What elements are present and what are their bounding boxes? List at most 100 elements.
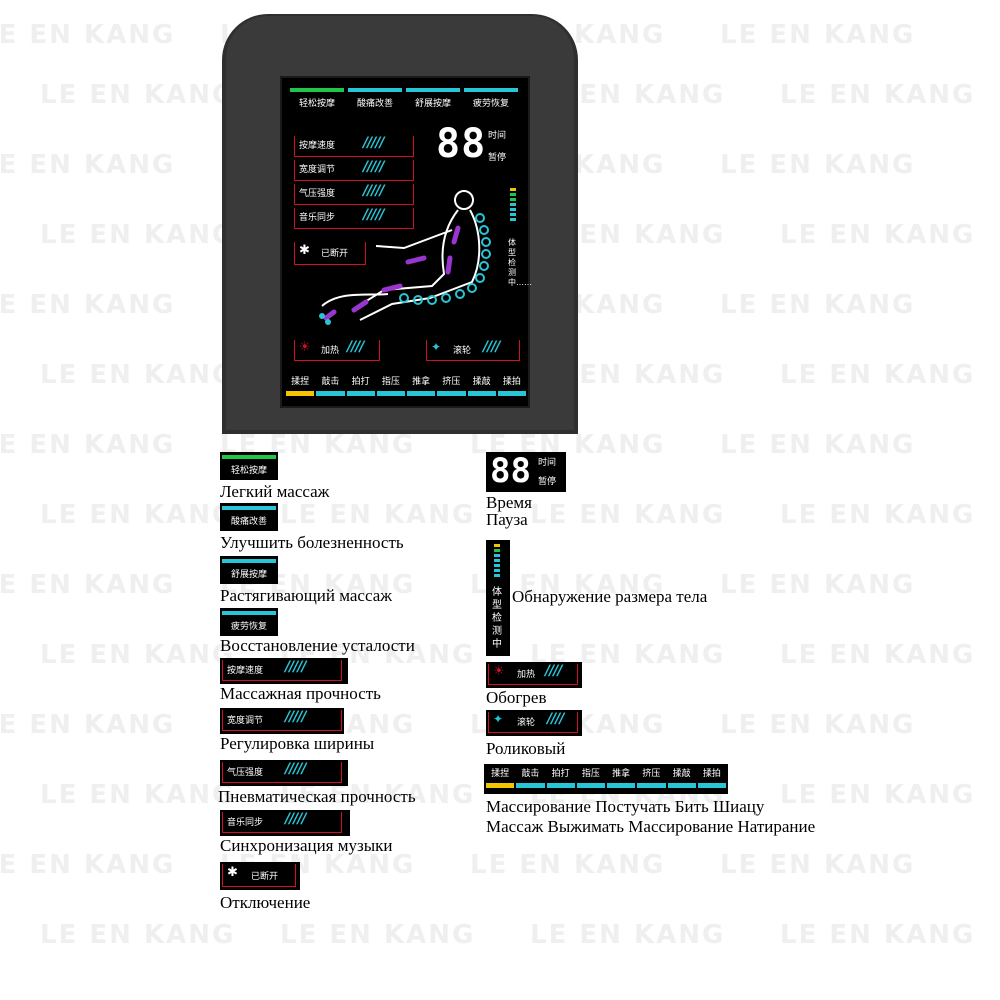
meter-segment: [494, 554, 500, 557]
mode-kneading: 揉捏: [486, 766, 515, 792]
mode-indicator: [316, 391, 345, 396]
meter-segment: [494, 549, 500, 552]
mode-shiatsu: 指压: [576, 766, 605, 792]
mode-squeeze[interactable]: 挤压: [437, 374, 466, 402]
watermark-text: LE EN KANG: [0, 850, 176, 880]
roller-level-bars: ////: [483, 339, 500, 355]
legend-text: Восстановление усталости: [220, 636, 415, 655]
watermark-text: LE EN KANG: [40, 780, 236, 810]
roller-point: [479, 225, 489, 235]
tab-indicator: [222, 455, 276, 459]
tab-fatigue[interactable]: 疲劳恢复: [464, 88, 518, 109]
mode-label: 拍打: [551, 769, 570, 779]
figure-head: [454, 190, 474, 210]
roller-point: [399, 293, 409, 303]
mode-kneading[interactable]: 揉捏: [286, 374, 315, 402]
mode-rubbing: 揉拍: [697, 766, 726, 792]
legend-text-modes-line1: Массирование Постучать Бить Шиацу: [486, 797, 765, 816]
bluetooth-status-label: 已断开: [321, 249, 349, 259]
tab-easy-massage[interactable]: 轻松按摩: [290, 88, 344, 109]
setting-width-adjust[interactable]: 宽度调节 /////: [294, 159, 414, 181]
mode-indicator: [637, 783, 666, 788]
setting-label: 音乐同步: [299, 213, 336, 223]
legend-text: Отключение: [220, 893, 311, 912]
heat-level-bars: ////: [545, 663, 562, 679]
watermark-text: LE EN KANG: [720, 150, 916, 180]
watermark-text: LE EN KANG: [780, 920, 976, 950]
meter-segment: [510, 193, 516, 196]
watermark-text: LE EN KANG: [720, 850, 916, 880]
legend-icon-bluetooth: ✱ 已断开: [220, 862, 300, 890]
meter-segment: [494, 569, 500, 572]
legend-icon-music-sync: 音乐同步 /////: [220, 810, 350, 836]
legend-redbox: 按摩速度 /////: [222, 659, 342, 681]
roller-point: [467, 283, 477, 293]
mode-label: 推拿: [612, 769, 631, 779]
meter-segment: [494, 564, 500, 567]
legend-icon-stretch: 舒展按摩: [220, 556, 278, 584]
legend-text: Улучшить болезненность: [220, 533, 404, 552]
legend-icon-label: 疲劳恢复: [230, 622, 267, 632]
mode-label: 推拿: [412, 377, 431, 387]
setting-air-pressure[interactable]: 气压强度 /////: [294, 183, 414, 205]
heat-control[interactable]: ☀ 加热 ////: [294, 339, 380, 361]
airbag-waist: [445, 255, 453, 275]
watermark-text: LE EN KANG: [720, 570, 916, 600]
legend-icon-soreness: 酸痛改善: [220, 503, 278, 531]
mode-shiatsu[interactable]: 指压: [376, 374, 405, 402]
level-bars: /////: [285, 709, 307, 725]
watermark-text: LE EN KANG: [0, 430, 176, 460]
bluetooth-icon: ✱: [299, 243, 310, 258]
mode-knocking: 拍打: [546, 766, 575, 792]
massage-chair-figure: [319, 190, 491, 325]
mode-indicator: [576, 783, 605, 788]
mode-label: 揉敲: [672, 769, 691, 779]
roller-control[interactable]: ✦ 滚轮 ////: [426, 339, 520, 361]
setting-massage-speed[interactable]: 按摩速度 /////: [294, 135, 414, 157]
bluetooth-status[interactable]: ✱ 已断开: [294, 242, 366, 265]
legend-redbox: ✱ 已断开: [222, 864, 296, 887]
legend-text: Растягивающий массаж: [220, 586, 393, 605]
watermark-text: LE EN KANG: [720, 290, 916, 320]
figure-leg: [321, 293, 389, 307]
level-bars: /////: [363, 183, 385, 199]
mode-knocking[interactable]: 拍打: [346, 374, 375, 402]
meter-segment: [494, 559, 500, 562]
roller-point: [481, 237, 491, 247]
mode-label: 挤压: [642, 769, 661, 779]
legend-text-heat: Обогрев: [486, 688, 547, 707]
mode-tapping[interactable]: 敲击: [316, 374, 345, 402]
mode-knead-tap[interactable]: 揉敲: [467, 374, 496, 402]
legend-text-time: Время: [486, 493, 532, 512]
figure-front: [359, 209, 481, 321]
roller-point: [475, 213, 485, 223]
setting-music-sync[interactable]: 音乐同步 /////: [294, 207, 414, 229]
watermark-text: LE EN KANG: [530, 500, 726, 530]
mode-rubbing[interactable]: 揉拍: [497, 374, 526, 402]
watermark-text: LE EN KANG: [0, 710, 176, 740]
watermark-text: LE EN KANG: [470, 850, 666, 880]
legend-text: Регулировка ширины: [220, 734, 375, 753]
heat-label: 加热: [321, 346, 340, 356]
level-bars: /////: [363, 159, 385, 175]
mode-bar: 揉捏 敲击 拍打 指压 推拿 挤压 揉敲 揉拍: [286, 374, 526, 402]
tab-soreness[interactable]: 酸痛改善: [348, 88, 402, 109]
pause-label: 暂停: [538, 477, 557, 487]
legend-icon-label: 轻松按摩: [230, 466, 267, 476]
legend-icon-width-adjust: 宽度调节 /////: [220, 708, 344, 734]
mode-label: 指压: [381, 377, 400, 387]
tab-stretch[interactable]: 舒展按摩: [406, 88, 460, 109]
heat-icon: ☀: [493, 664, 505, 679]
legend-redbox: 音乐同步 /////: [222, 811, 342, 833]
time-label: 时间: [488, 131, 507, 141]
level-bars: /////: [285, 811, 307, 827]
legend-text: Синхронизация музыки: [220, 836, 393, 855]
roller-point: [427, 295, 437, 305]
legend-icon-body-detect: 体型检测中: [486, 540, 510, 656]
tab-label: 酸痛改善: [356, 99, 393, 109]
figure-back: [351, 209, 459, 311]
watermark-text: LE EN KANG: [780, 80, 976, 110]
watermark-text: LE EN KANG: [0, 290, 176, 320]
mode-label: 揉拍: [702, 769, 721, 779]
mode-massage[interactable]: 推拿: [407, 374, 436, 402]
